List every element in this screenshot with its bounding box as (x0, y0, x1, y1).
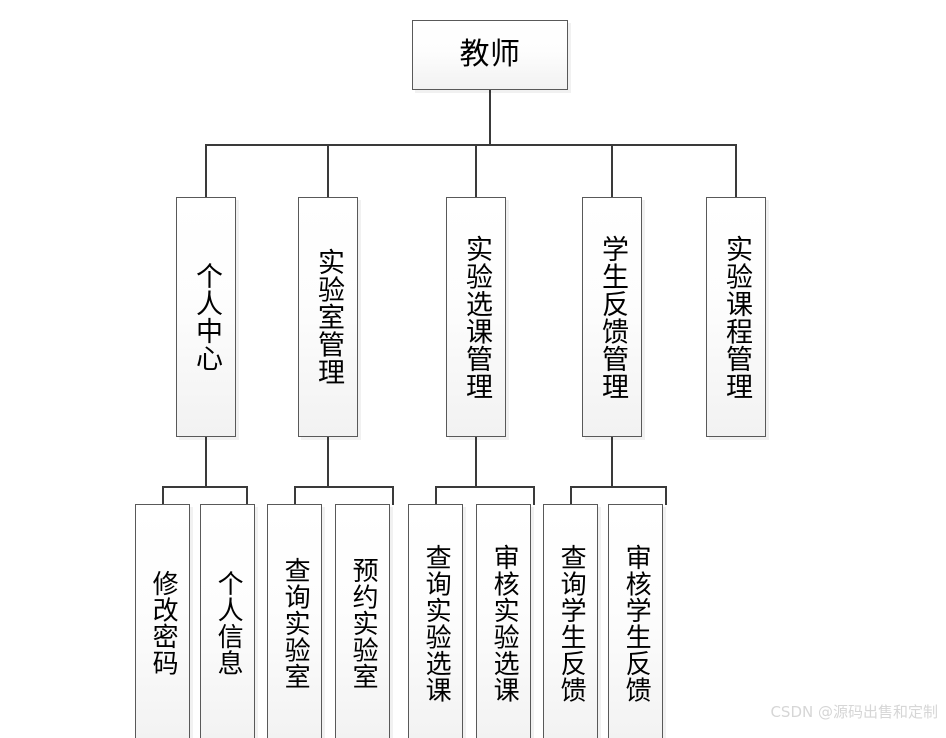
connector-group3-stem (475, 437, 477, 487)
connector-group4-child1 (570, 486, 572, 505)
node-query-lab-label: 查询实验室 (280, 556, 311, 690)
node-reserve-lab-label: 预约实验室 (348, 556, 379, 690)
connector-group1-stem (205, 437, 207, 487)
connector-group3-bus (435, 486, 535, 488)
node-personal-info[interactable]: 个人信息 (200, 504, 255, 738)
node-experiment-course-selection-management-label: 实验选课管理 (461, 234, 493, 400)
connector-to-level2-1 (205, 144, 207, 198)
node-root-label: 教师 (459, 36, 521, 72)
node-change-password-label: 修改密码 (148, 570, 179, 676)
node-personal-center[interactable]: 个人中心 (176, 197, 236, 437)
node-change-password[interactable]: 修改密码 (135, 504, 190, 738)
connector-to-level2-4 (611, 144, 613, 198)
node-experiment-course-management[interactable]: 实验课程管理 (706, 197, 766, 437)
node-personal-info-label: 个人信息 (213, 570, 244, 676)
connector-group2-bus (294, 486, 394, 488)
node-query-experiment-course-selection-label: 查询实验选课 (421, 543, 452, 703)
node-query-experiment-course-selection[interactable]: 查询实验选课 (408, 504, 463, 738)
connector-group4-bus (570, 486, 667, 488)
node-student-feedback-management-label: 学生反馈管理 (597, 234, 629, 400)
node-review-student-feedback[interactable]: 审核学生反馈 (608, 504, 663, 738)
node-review-experiment-course-selection[interactable]: 审核实验选课 (476, 504, 531, 738)
connector-group1-bus (162, 486, 248, 488)
connector-to-level2-2 (327, 144, 329, 198)
node-review-experiment-course-selection-label: 审核实验选课 (489, 543, 520, 703)
connector-level2-bus (205, 144, 735, 146)
connector-group2-stem (327, 437, 329, 487)
node-query-student-feedback[interactable]: 查询学生反馈 (543, 504, 598, 738)
node-lab-management-label: 实验室管理 (313, 248, 345, 386)
connector-to-level2-3 (475, 144, 477, 198)
node-lab-management[interactable]: 实验室管理 (298, 197, 358, 437)
connector-group2-child2 (392, 486, 394, 505)
csdn-watermark: CSDN @源码出售和定制 (770, 703, 938, 721)
node-query-lab[interactable]: 查询实验室 (267, 504, 322, 738)
connector-group1-child2 (246, 486, 248, 505)
node-experiment-course-selection-management[interactable]: 实验选课管理 (446, 197, 506, 437)
node-root-teacher[interactable]: 教师 (412, 20, 568, 90)
node-personal-center-label: 个人中心 (191, 262, 223, 372)
connector-group2-child1 (294, 486, 296, 505)
node-review-student-feedback-label: 审核学生反馈 (621, 543, 652, 703)
connector-to-level2-5 (735, 144, 737, 198)
connector-group3-child1 (435, 486, 437, 505)
node-query-student-feedback-label: 查询学生反馈 (556, 543, 587, 703)
node-student-feedback-management[interactable]: 学生反馈管理 (582, 197, 642, 437)
connector-group3-child2 (533, 486, 535, 505)
connector-root-stem (489, 90, 491, 145)
connector-group4-child2 (665, 486, 667, 505)
node-experiment-course-management-label: 实验课程管理 (721, 234, 753, 400)
connector-group1-child1 (162, 486, 164, 505)
node-reserve-lab[interactable]: 预约实验室 (335, 504, 390, 738)
connector-group4-stem (611, 437, 613, 487)
